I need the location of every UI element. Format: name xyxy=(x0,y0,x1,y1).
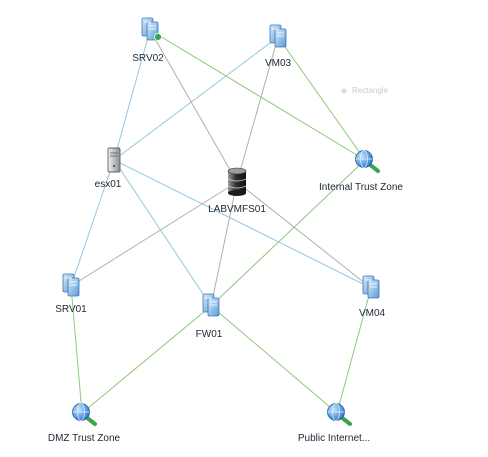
virtual-machine-icon xyxy=(362,275,380,299)
node-public[interactable]: Public Internet... xyxy=(298,403,370,445)
node-label-public: Public Internet... xyxy=(298,433,370,444)
node-label-srv02: SRV02 xyxy=(132,53,164,64)
node-internal[interactable]: Internal Trust Zone xyxy=(319,150,403,194)
edge-esx01-fw01[interactable] xyxy=(113,159,212,307)
node-label-esx01: esx01 xyxy=(95,179,122,190)
edge-esx01-srv01[interactable] xyxy=(70,159,115,287)
node-esx01[interactable]: esx01 xyxy=(95,147,122,190)
edge-fw01-public[interactable] xyxy=(210,305,338,414)
edge-esx01-vm03[interactable] xyxy=(113,36,279,161)
edge-srv01-labvmfs01[interactable] xyxy=(70,181,238,287)
datastore-icon xyxy=(227,167,247,196)
ghost-rectangle-text: Rectangle xyxy=(352,86,389,95)
ghost-rectangle-label: Rectangle xyxy=(341,86,389,95)
edge-srv02-labvmfs01[interactable] xyxy=(149,29,238,183)
node-srv01[interactable]: SRV01 xyxy=(55,273,87,315)
edge-srv01-dmz[interactable] xyxy=(70,285,83,414)
node-srv02[interactable]: SRV02 xyxy=(132,17,164,64)
node-label-srv01: SRV01 xyxy=(55,304,87,315)
node-label-vm03: VM03 xyxy=(265,58,292,69)
host-server-icon xyxy=(107,147,121,173)
virtual-machine-icon xyxy=(269,24,287,48)
edge-vm03-internal[interactable] xyxy=(277,36,366,161)
node-labvmfs01[interactable]: LABVMFS01 xyxy=(208,167,266,215)
node-label-labvmfs01: LABVMFS01 xyxy=(208,204,266,215)
node-dmz[interactable]: DMZ Trust Zone xyxy=(48,403,121,445)
edge-fw01-dmz[interactable] xyxy=(81,305,212,414)
edges-layer xyxy=(70,29,372,414)
edge-srv02-internal[interactable] xyxy=(149,29,366,161)
node-label-internal: Internal Trust Zone xyxy=(319,182,403,193)
edge-fw01-labvmfs01[interactable] xyxy=(210,181,238,307)
trust-zone-globe-icon xyxy=(72,403,97,426)
virtual-machine-icon xyxy=(62,273,80,297)
node-fw01[interactable]: FW01 xyxy=(196,293,223,340)
edge-esx01-srv02[interactable] xyxy=(113,29,151,161)
node-label-fw01: FW01 xyxy=(196,329,223,340)
edge-fw01-internal[interactable] xyxy=(210,159,366,307)
edge-vm04-labvmfs01[interactable] xyxy=(236,181,372,289)
virtual-machine-icon xyxy=(202,293,220,317)
node-label-vm04: VM04 xyxy=(359,308,386,319)
node-label-dmz: DMZ Trust Zone xyxy=(48,433,121,444)
edge-esx01-vm04[interactable] xyxy=(113,159,372,289)
edge-vm04-public[interactable] xyxy=(336,287,372,414)
node-vm04[interactable]: VM04 xyxy=(359,275,386,319)
edge-vm03-labvmfs01[interactable] xyxy=(236,36,279,183)
trust-zone-globe-icon xyxy=(355,150,380,173)
trust-zone-globe-icon xyxy=(327,403,352,426)
virtual-machine-icon xyxy=(141,17,162,41)
node-vm03[interactable]: VM03 xyxy=(265,24,292,69)
